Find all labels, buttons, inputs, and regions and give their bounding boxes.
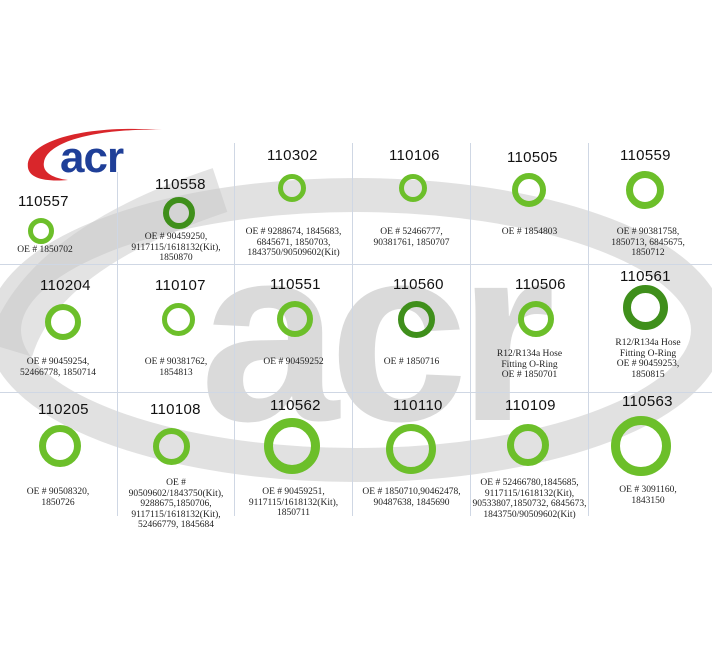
oe-numbers: OE # 90381758, 1850713, 6845675, 1850712 (611, 227, 685, 258)
oe-numbers: OE # 90459254, 52466778, 1850714 (20, 357, 96, 378)
logo-text: acr (60, 133, 124, 182)
o-ring-image (39, 425, 81, 467)
grid-line (588, 143, 589, 516)
part-number: 110302 (267, 147, 318, 164)
oe-numbers: OE # 9288674, 1845683, 6845671, 1850703,… (245, 227, 342, 258)
part-number: 110559 (620, 147, 671, 164)
o-ring-image (399, 174, 427, 202)
oe-numbers: OE # 52466777, 90381761, 1850707 (373, 227, 450, 248)
part-number: 110563 (622, 393, 673, 410)
o-ring-image (626, 171, 664, 209)
o-ring-image (518, 301, 554, 337)
part-number: 110205 (38, 401, 89, 418)
o-ring-image (512, 173, 546, 207)
o-ring-image (162, 303, 195, 336)
part-number: 110505 (507, 149, 558, 166)
o-ring-image (153, 428, 190, 465)
part-number: 110106 (389, 147, 440, 164)
acr-logo: acr (27, 128, 163, 182)
o-ring-image (507, 424, 549, 466)
oe-numbers: OE # 90459250, 9117115/1618132(Kit), 185… (131, 232, 221, 263)
part-number: 110560 (393, 276, 444, 293)
o-ring-image (264, 418, 320, 474)
o-ring-image (611, 416, 671, 476)
oe-numbers: R12/R134a Hose Fitting O-Ring OE # 18507… (496, 349, 563, 380)
o-ring-image (278, 174, 306, 202)
oe-numbers: OE # 90459251, 9117115/1618132(Kit), 185… (248, 487, 339, 518)
oe-numbers: OE # 90509602/1843750(Kit), 9288675,1850… (128, 478, 224, 530)
grid-line (470, 143, 471, 516)
grid-line (234, 143, 235, 516)
part-number: 110204 (40, 277, 91, 294)
grid-line (0, 392, 712, 393)
oe-numbers: R12/R134a Hose Fitting O-Ring OE # 90459… (615, 338, 681, 380)
oe-numbers: OE # 90508320, 1850726 (26, 487, 90, 508)
o-ring-image (28, 218, 54, 244)
o-ring-image (386, 424, 436, 474)
o-ring-image (623, 285, 668, 330)
o-ring-image (398, 301, 435, 338)
oe-numbers: OE # 90459252 (263, 357, 324, 367)
oe-numbers: OE # 1850702 (17, 245, 73, 255)
grid-line (352, 143, 353, 516)
part-number: 110110 (393, 397, 443, 414)
o-ring-image (45, 304, 81, 340)
part-number: 110562 (270, 397, 321, 414)
oe-numbers: OE # 52466780,1845685, 9117115/1618132(K… (472, 478, 587, 520)
part-number: 110107 (155, 277, 206, 294)
oe-numbers: OE # 1854803 (501, 227, 558, 237)
part-number: 110109 (505, 397, 556, 414)
part-number: 110108 (150, 401, 201, 418)
oe-numbers: OE # 3091160, 1843150 (619, 485, 677, 506)
logo-red-swoosh (27, 128, 163, 181)
part-number: 110506 (515, 276, 566, 293)
oe-numbers: OE # 90381762, 1854813 (144, 357, 208, 378)
part-number: 110557 (18, 193, 69, 210)
o-ring-image (163, 197, 195, 229)
grid-line (0, 264, 712, 265)
part-number: 110551 (270, 276, 321, 293)
o-ring-image (277, 301, 313, 337)
oe-numbers: OE # 1850716 (383, 357, 440, 367)
oe-numbers: OE # 1850710,90462478, 90487638, 1845690 (362, 487, 461, 508)
part-number: 110561 (620, 268, 671, 285)
